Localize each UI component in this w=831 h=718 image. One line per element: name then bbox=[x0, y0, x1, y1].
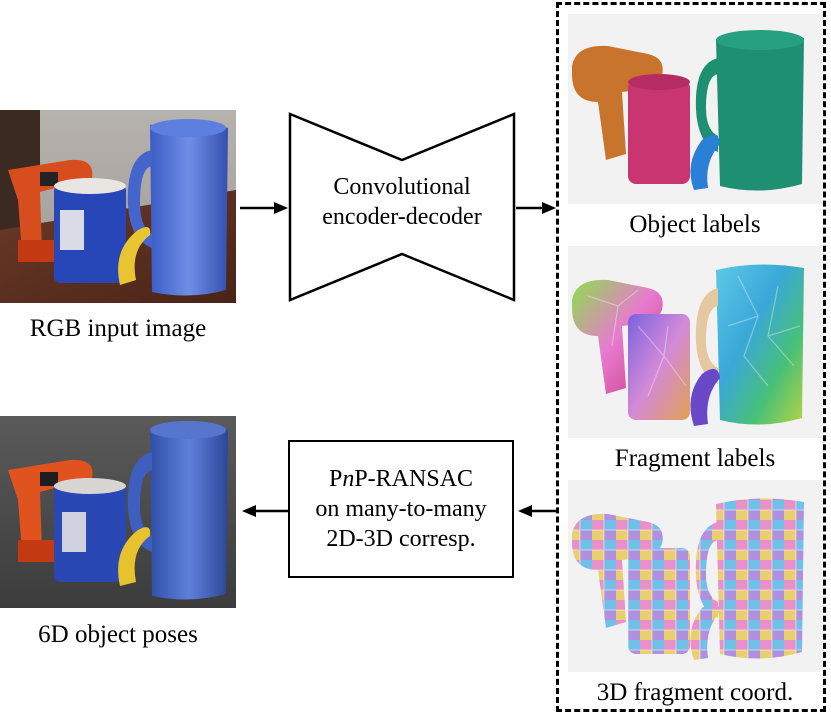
object-labels-caption: Object labels bbox=[629, 211, 761, 238]
pnp-ransac-label: PnP-RANSAC on many-to-many 2D-3D corresp… bbox=[288, 464, 514, 554]
arrow-input-to-network bbox=[240, 202, 288, 214]
pnp-ransac-box bbox=[288, 440, 514, 578]
pose-result-caption: 6D object poses bbox=[38, 621, 198, 648]
network-label-line1: Convolutional bbox=[333, 174, 471, 200]
arrow-solver-to-result bbox=[242, 505, 288, 517]
network-label: Convolutional encoder-decoder bbox=[288, 172, 516, 232]
arrow-network-to-outputs bbox=[516, 202, 556, 214]
object-labels-image bbox=[568, 14, 822, 204]
pnp-italic-n: n bbox=[342, 466, 355, 492]
pnp-ransac-line1: PnP-RANSAC bbox=[288, 464, 514, 494]
fragment-coord-caption: 3D fragment coord. bbox=[596, 679, 794, 706]
pnp-ransac-line3: 2D-3D corresp. bbox=[326, 526, 476, 552]
fragment-labels-image bbox=[568, 246, 822, 438]
pnp-ransac-line2: on many-to-many bbox=[315, 496, 487, 522]
encoder-decoder-shape bbox=[288, 112, 516, 302]
fragment-coord-image bbox=[568, 480, 822, 672]
pose-result-image bbox=[0, 416, 236, 608]
arrow-outputs-to-solver bbox=[518, 505, 558, 517]
fragment-labels-caption: Fragment labels bbox=[614, 445, 776, 472]
input-image-caption: RGB input image bbox=[29, 315, 207, 342]
outputs-group-border bbox=[556, 2, 826, 712]
pnp-prefix: P bbox=[328, 466, 343, 492]
rgb-input-image bbox=[0, 110, 236, 303]
network-label-line2: encoder-decoder bbox=[322, 204, 482, 230]
pnp-suffix: P-RANSAC bbox=[354, 466, 474, 492]
